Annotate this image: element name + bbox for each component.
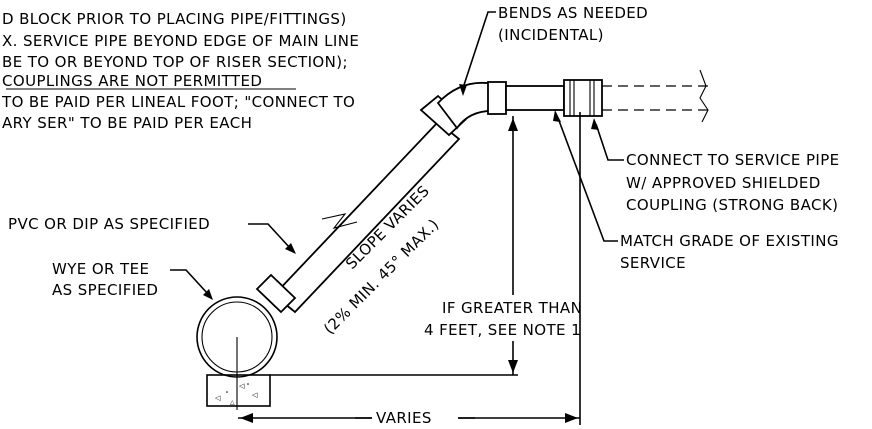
note-line-6: ARY SER" TO BE PAID PER EACH (2, 114, 252, 132)
svg-text:MATCH GRADE OF EXISTING: MATCH GRADE OF EXISTING (620, 232, 839, 250)
width-dimension: VARIES (238, 112, 581, 428)
svg-text:IF GREATER THAN: IF GREATER THAN (442, 299, 582, 317)
svg-text:△: △ (230, 399, 235, 406)
svg-text:◁: ◁ (215, 394, 221, 402)
svg-text:COUPLING (STRONG BACK): COUPLING (STRONG BACK) (626, 196, 838, 214)
svg-text:W/ APPROVED SHIELDED: W/ APPROVED SHIELDED (626, 174, 821, 192)
svg-text:PVC OR DIP AS SPECIFIED: PVC OR DIP AS SPECIFIED (8, 215, 210, 233)
callout-match-grade: MATCH GRADE OF EXISTING SERVICE (553, 110, 839, 272)
svg-text:◁: ◁ (252, 391, 258, 399)
callout-pvc: PVC OR DIP AS SPECIFIED (8, 215, 296, 254)
main-pipe (196, 296, 278, 410)
sloped-service-pipe (255, 94, 467, 314)
svg-text:VARIES: VARIES (376, 409, 432, 427)
svg-text:BENDS AS NEEDED: BENDS AS NEEDED (498, 4, 648, 22)
height-dimension: IF GREATER THAN 4 FEET, SEE NOTE 1 (270, 116, 590, 376)
svg-text:4 FEET, SEE NOTE 1: 4 FEET, SEE NOTE 1 (424, 321, 581, 339)
note-line-1: D BLOCK PRIOR TO PLACING PIPE/FITTINGS) (2, 10, 347, 28)
svg-text:◁: ◁ (239, 382, 245, 390)
note-line-3: BE TO OR BEYOND TOP OF RISER SECTION); (2, 53, 348, 71)
note-line-2: X. SERVICE PIPE BEYOND EDGE OF MAIN LINE (2, 32, 359, 50)
svg-text:WYE OR TEE: WYE OR TEE (52, 260, 149, 278)
svg-text:(INCIDENTAL): (INCIDENTAL) (498, 26, 604, 44)
svg-text:AS SPECIFIED: AS SPECIFIED (52, 281, 158, 299)
callout-bends: BENDS AS NEEDED (INCIDENTAL) (459, 4, 648, 96)
horizontal-pipe (487, 69, 712, 123)
note-line-5: TO BE PAID PER LINEAL FOOT; "CONNECT TO (1, 93, 355, 111)
note-line-4: COUPLINGS ARE NOT PERMITTED (2, 72, 262, 90)
svg-text:SERVICE: SERVICE (620, 254, 686, 272)
concrete-block: ◁ ◁ ◁ △ (206, 374, 271, 407)
svg-text:CONNECT TO SERVICE PIPE: CONNECT TO SERVICE PIPE (626, 151, 840, 169)
general-notes: D BLOCK PRIOR TO PLACING PIPE/FITTINGS) … (1, 10, 359, 132)
callout-wye: WYE OR TEE AS SPECIFIED (52, 260, 213, 300)
callout-connect: CONNECT TO SERVICE PIPE W/ APPROVED SHIE… (591, 118, 840, 214)
